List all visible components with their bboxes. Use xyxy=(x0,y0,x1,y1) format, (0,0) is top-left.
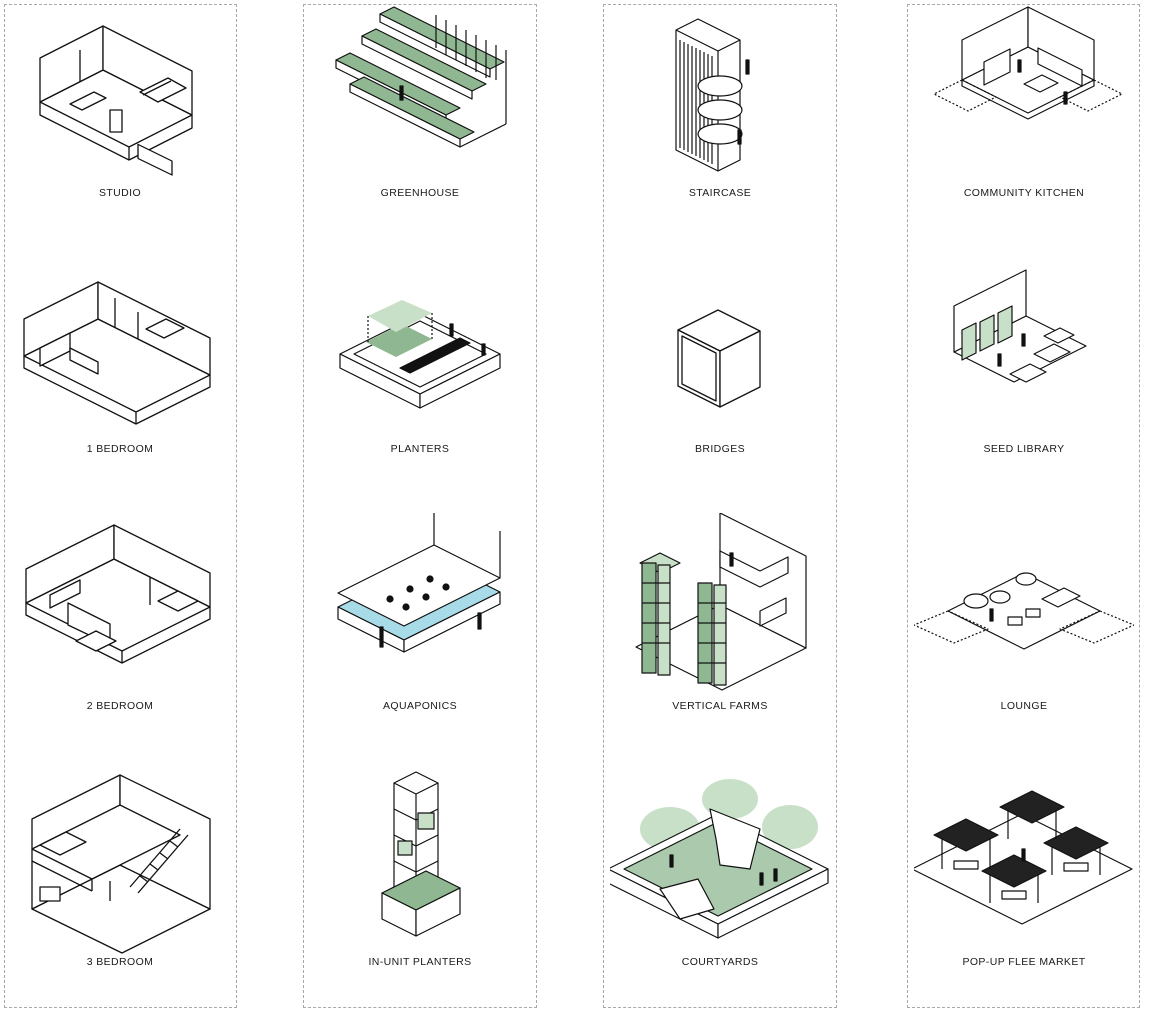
vertical-farms-icon xyxy=(635,513,807,691)
program-label: BRIDGES xyxy=(694,443,746,455)
planters-icon xyxy=(339,300,501,409)
one-bedroom-icon xyxy=(23,281,211,425)
program-card-greenhouse: GREENHOUSE xyxy=(310,0,530,250)
program-label: LOUNGE xyxy=(1000,700,1048,712)
program-label: GREENHOUSE xyxy=(380,187,460,199)
program-card-bridges: BRIDGES xyxy=(610,256,830,506)
program-label: STUDIO xyxy=(98,187,142,199)
lounge-icon xyxy=(914,572,1134,650)
greenhouse-icon xyxy=(335,6,507,148)
program-card-seed-library: SEED LIBRARY xyxy=(914,256,1134,506)
program-label: COMMUNITY KITCHEN xyxy=(963,187,1085,199)
bridges-icon xyxy=(677,309,761,408)
aquaponics-icon xyxy=(337,513,501,653)
column-frame-housing xyxy=(4,4,237,1008)
program-label: 1 BEDROOM xyxy=(86,443,154,455)
program-label: POP-UP FLEE MARKET xyxy=(962,956,1086,968)
program-card-lounge: LOUNGE xyxy=(914,513,1134,763)
program-label: 3 BEDROOM xyxy=(86,956,154,968)
three-bedroom-icon xyxy=(31,774,211,954)
program-label: IN-UNIT PLANTERS xyxy=(368,956,472,968)
program-label: SEED LIBRARY xyxy=(983,443,1065,455)
column-frame-circulation xyxy=(603,4,837,1008)
program-label: AQUAPONICS xyxy=(382,700,457,712)
program-card-courtyards: COURTYARDS xyxy=(610,769,830,1019)
program-label: STAIRCASE xyxy=(688,187,752,199)
program-card-in-unit-planters: IN-UNIT PLANTERS xyxy=(310,769,530,1019)
community-kitchen-icon xyxy=(933,6,1123,120)
program-card-aquaponics: AQUAPONICS xyxy=(310,513,530,763)
two-bedroom-icon xyxy=(25,524,211,664)
program-card-2-bedroom: 2 BEDROOM xyxy=(10,513,230,763)
program-card-pop-up-flee-market: POP-UP FLEE MARKET xyxy=(914,769,1134,1019)
pop-up-flee-market-icon xyxy=(914,790,1133,925)
staircase-icon xyxy=(675,18,750,172)
program-label: 2 BEDROOM xyxy=(86,700,154,712)
program-card-studio: STUDIO xyxy=(10,0,230,250)
program-card-vertical-farms: VERTICAL FARMS xyxy=(610,513,830,763)
program-card-staircase: STAIRCASE xyxy=(610,0,830,250)
program-card-community-kitchen: COMMUNITY KITCHEN xyxy=(914,0,1134,250)
program-card-3-bedroom: 3 BEDROOM xyxy=(10,769,230,1019)
program-card-planters: PLANTERS xyxy=(310,256,530,506)
in-unit-planters-icon xyxy=(381,771,461,937)
column-frame-community xyxy=(907,4,1140,1008)
program-label: PLANTERS xyxy=(390,443,450,455)
program-card-1-bedroom: 1 BEDROOM xyxy=(10,256,230,506)
seed-library-icon xyxy=(953,269,1087,383)
studio-icon xyxy=(39,25,193,176)
courtyards-icon xyxy=(610,779,829,939)
program-label: COURTYARDS xyxy=(681,956,759,968)
column-frame-agriculture xyxy=(303,4,537,1008)
program-label: VERTICAL FARMS xyxy=(672,700,768,712)
